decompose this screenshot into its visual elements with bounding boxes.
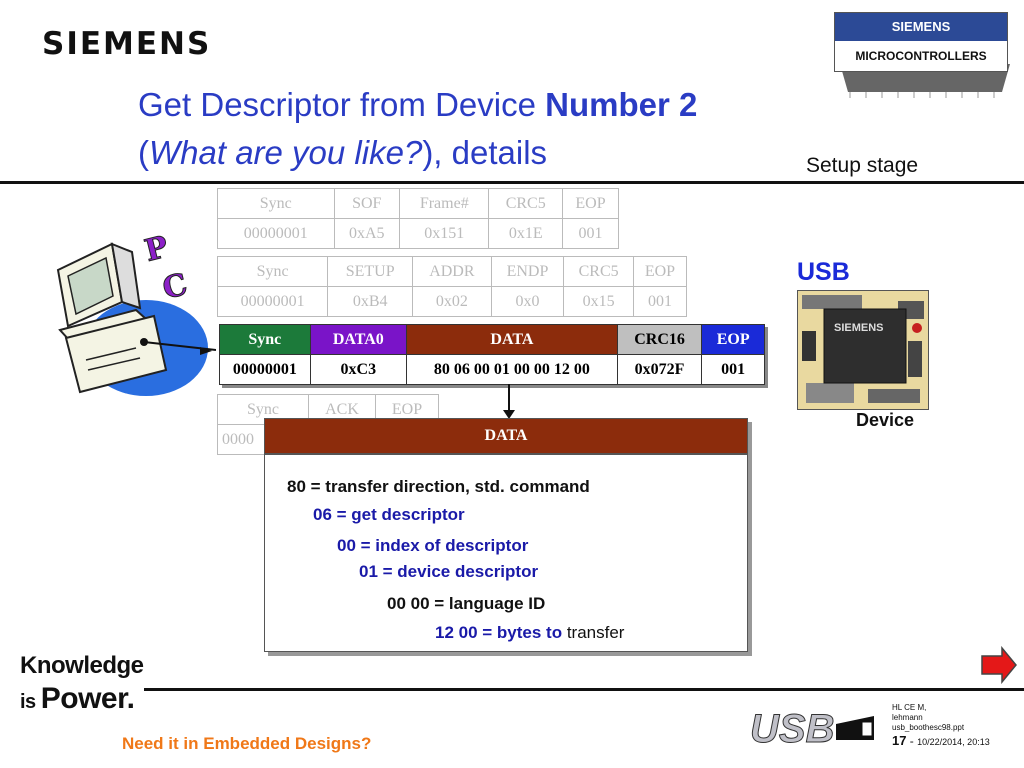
sof-value-sync: 00000001 xyxy=(217,218,335,249)
setup-value-crc5: 0x15 xyxy=(563,286,634,317)
data-value-data0: 0xC3 xyxy=(309,354,408,385)
popup-line-00-index: 00 = index of descriptor xyxy=(337,536,529,555)
arrow-down-to-popup xyxy=(503,384,515,419)
slide-title-line1: Get Descriptor from Device Number 2 xyxy=(138,86,698,123)
popup-line-language: 00 00 = language ID xyxy=(387,594,546,613)
data-detail-popup: DATA 80 = transfer direction, std. comma… xyxy=(264,418,748,652)
setup-header-setup: SETUP xyxy=(327,256,414,287)
device-label: Device xyxy=(856,410,915,430)
pc-computer-icon xyxy=(56,242,216,396)
stage-label: Setup stage xyxy=(806,154,919,177)
device-chip-text: SIEMENS xyxy=(834,322,884,334)
siemens-logo: SIEMENS xyxy=(42,26,212,62)
popup-line-80: 80 = transfer direction, std. command xyxy=(287,477,590,496)
pc-label-graphic: P C xyxy=(141,232,192,300)
setup-header-addr: ADDR xyxy=(412,256,492,287)
sof-header-sync: Sync xyxy=(217,188,335,219)
slogan-knowledge: Knowledge xyxy=(20,652,144,679)
popup-line-01: 01 = device descriptor xyxy=(359,562,539,581)
sof-packet-table: Sync SOF Frame# CRC5 EOP 00000001 0xA5 0… xyxy=(217,188,620,249)
data-header-data: DATA xyxy=(406,324,618,355)
data-header-data0: DATA0 xyxy=(309,324,408,355)
popup-line-bytes: 12 00 = bytes to transfer xyxy=(435,623,625,642)
microcontroller-badge: SIEMENS MICROCONTROLLERS xyxy=(834,12,1008,72)
slide-title-line2: (What are you like?), details xyxy=(138,134,548,171)
sof-header-crc5: CRC5 xyxy=(488,188,563,219)
popup-line-06: 06 = get descriptor xyxy=(313,505,465,524)
sof-value-frame: 0x151 xyxy=(399,218,490,249)
badge-siemens: SIEMENS xyxy=(835,13,1007,41)
data-value-eop: 001 xyxy=(701,354,765,385)
badge-microcontrollers: MICROCONTROLLERS xyxy=(855,49,987,63)
setup-header-sync: Sync xyxy=(216,256,329,287)
setup-header-crc5: CRC5 xyxy=(563,256,634,287)
next-slide-arrow-icon[interactable] xyxy=(978,646,1020,684)
setup-header-endp: ENDP xyxy=(490,256,565,287)
footer-meta: HL CE M, lehmann usb_boothesc98.ppt xyxy=(892,703,964,733)
meta-line3: usb_boothesc98.ppt xyxy=(892,723,965,732)
data-value-data: 80 06 00 01 00 00 12 00 xyxy=(406,354,618,385)
meta-line2: lehmann xyxy=(892,713,923,722)
usb-logo-text: USB xyxy=(750,707,834,750)
setup-header-eop: EOP xyxy=(632,256,688,287)
data0-packet-table: Sync DATA0 DATA CRC16 EOP 00000001 0xC3 … xyxy=(219,324,765,385)
data-value-sync: 00000001 xyxy=(219,354,311,385)
pc-label-c: C xyxy=(159,267,191,300)
setup-value-eop: 001 xyxy=(632,286,688,317)
header-rule xyxy=(0,181,1024,184)
setup-value-addr: 0x02 xyxy=(412,286,492,317)
sof-header-eop: EOP xyxy=(561,188,620,219)
arrow-to-data-packet xyxy=(200,347,212,355)
sof-header-sof: SOF xyxy=(333,188,401,219)
meta-line1: HL CE M, xyxy=(892,703,927,712)
setup-packet-table: Sync SETUP ADDR ENDP CRC5 EOP 00000001 0… xyxy=(216,256,688,317)
sof-value-crc5: 0x1E xyxy=(488,218,563,249)
sof-value-sof: 0xA5 xyxy=(333,218,401,249)
usb-device-image: SIEMENS xyxy=(797,290,929,410)
slogan-is-power: is Power. xyxy=(20,682,135,715)
sof-header-frame: Frame# xyxy=(399,188,490,219)
sof-value-eop: 001 xyxy=(561,218,620,249)
pc-label-p: P xyxy=(141,232,171,269)
data-header-sync: Sync xyxy=(219,324,311,355)
data-header-eop: EOP xyxy=(701,324,765,355)
tagline: Need it in Embedded Designs? xyxy=(122,734,372,753)
data-value-crc16: 0x072F xyxy=(616,354,703,385)
usb-device-illustration: SIEMENS xyxy=(802,295,924,403)
setup-value-endp: 0x0 xyxy=(490,286,565,317)
setup-value-sync: 00000001 xyxy=(216,286,329,317)
usb-footer-logo: USB xyxy=(750,707,874,750)
footer-rule xyxy=(144,688,1024,691)
setup-value-setup: 0xB4 xyxy=(327,286,414,317)
page-number: 17 - 10/22/2014, 20:13 xyxy=(892,733,990,748)
usb-heading: USB xyxy=(797,258,850,286)
popup-title: DATA xyxy=(265,419,747,455)
data-header-crc16: CRC16 xyxy=(616,324,703,355)
